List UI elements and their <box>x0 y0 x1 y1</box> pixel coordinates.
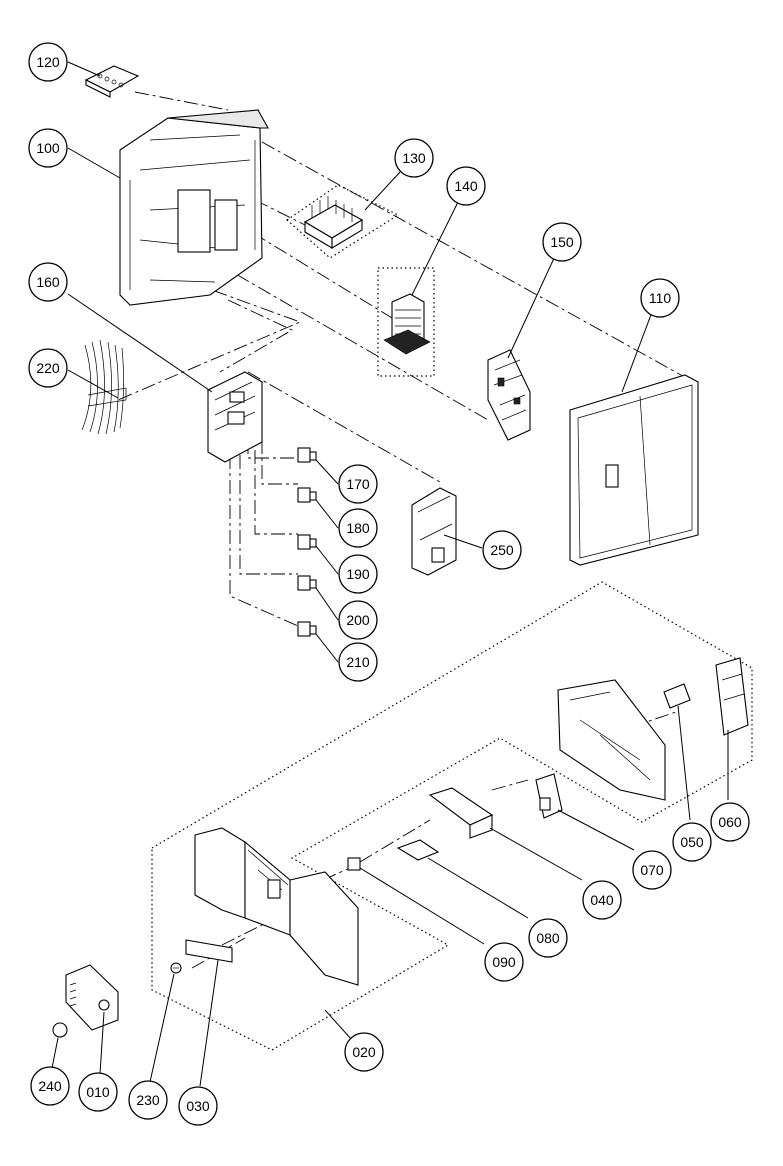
svg-text:240: 240 <box>38 1078 62 1094</box>
callout-010: 010 <box>78 1072 118 1112</box>
callout-090: 090 <box>484 942 524 982</box>
callout-balloons: 120 100 130 140 150 110 160 220 170 180 … <box>28 42 750 1126</box>
svg-text:220: 220 <box>36 360 60 376</box>
part-010-remote <box>65 964 119 1031</box>
svg-text:250: 250 <box>490 542 514 558</box>
callout-110: 110 <box>640 278 680 318</box>
part-220-wire-harness <box>81 339 127 435</box>
svg-text:050: 050 <box>680 834 704 850</box>
part-inner-frame <box>557 679 666 801</box>
leader-lines <box>51 61 729 1087</box>
part-230-screw <box>170 962 182 974</box>
svg-text:200: 200 <box>346 612 370 628</box>
callout-130: 130 <box>394 138 434 178</box>
callout-060: 060 <box>710 802 750 842</box>
svg-text:120: 120 <box>36 54 60 70</box>
svg-text:190: 190 <box>346 566 370 582</box>
part-050-cover-plate <box>663 683 691 709</box>
part-110-front-cover <box>569 374 699 566</box>
callout-220: 220 <box>28 348 68 388</box>
svg-text:060: 060 <box>718 814 742 830</box>
callout-240: 240 <box>30 1066 70 1106</box>
part-140-transformer <box>383 293 431 355</box>
part-240-cap <box>52 1022 68 1038</box>
svg-text:010: 010 <box>86 1084 110 1100</box>
svg-text:150: 150 <box>550 234 574 250</box>
callout-210: 210 <box>338 642 378 682</box>
callout-080: 080 <box>528 918 568 958</box>
svg-text:040: 040 <box>590 892 614 908</box>
part-060-sensor-board <box>715 657 749 736</box>
svg-text:180: 180 <box>346 520 370 536</box>
callout-230: 230 <box>128 1080 168 1120</box>
svg-text:070: 070 <box>640 862 664 878</box>
svg-text:030: 030 <box>186 1098 210 1114</box>
callout-030: 030 <box>178 1086 218 1126</box>
svg-text:080: 080 <box>536 930 560 946</box>
part-030-label <box>185 939 233 963</box>
callout-160: 160 <box>28 262 68 302</box>
callout-180: 180 <box>338 508 378 548</box>
callout-170: 170 <box>338 464 378 504</box>
svg-text:230: 230 <box>136 1092 160 1108</box>
svg-text:130: 130 <box>402 150 426 166</box>
part-120-display-board <box>84 65 140 98</box>
sub-assembly-outlines <box>151 184 753 1051</box>
callout-050: 050 <box>672 822 712 862</box>
callout-250: 250 <box>482 530 522 570</box>
part-130-terminal-block <box>303 196 364 249</box>
svg-text:170: 170 <box>346 476 370 492</box>
callout-070: 070 <box>632 850 672 890</box>
part-040-lever <box>428 787 494 839</box>
svg-text:210: 210 <box>346 654 370 670</box>
callout-020: 020 <box>344 1032 384 1072</box>
svg-text:090: 090 <box>492 954 516 970</box>
connector-plugs <box>297 447 317 637</box>
part-070-switch-board <box>535 773 563 819</box>
callout-120: 120 <box>28 42 68 82</box>
svg-text:100: 100 <box>36 140 60 156</box>
part-150-control-board <box>487 349 531 441</box>
callout-150: 150 <box>542 222 582 262</box>
callout-140: 140 <box>446 166 486 206</box>
callout-040: 040 <box>582 880 622 920</box>
callout-190: 190 <box>338 554 378 594</box>
part-100-back-housing <box>119 109 269 306</box>
svg-text:160: 160 <box>36 274 60 290</box>
part-160-relay-board <box>207 371 263 463</box>
svg-text:020: 020 <box>352 1044 376 1060</box>
part-080-bracket <box>396 839 440 861</box>
part-090-knob-stub <box>347 857 361 871</box>
callout-200: 200 <box>338 600 378 640</box>
part-020-front-panel <box>194 827 359 986</box>
svg-text:110: 110 <box>649 290 672 306</box>
callout-100: 100 <box>28 128 68 168</box>
part-250-power-module <box>411 487 457 576</box>
svg-text:140: 140 <box>454 178 478 194</box>
